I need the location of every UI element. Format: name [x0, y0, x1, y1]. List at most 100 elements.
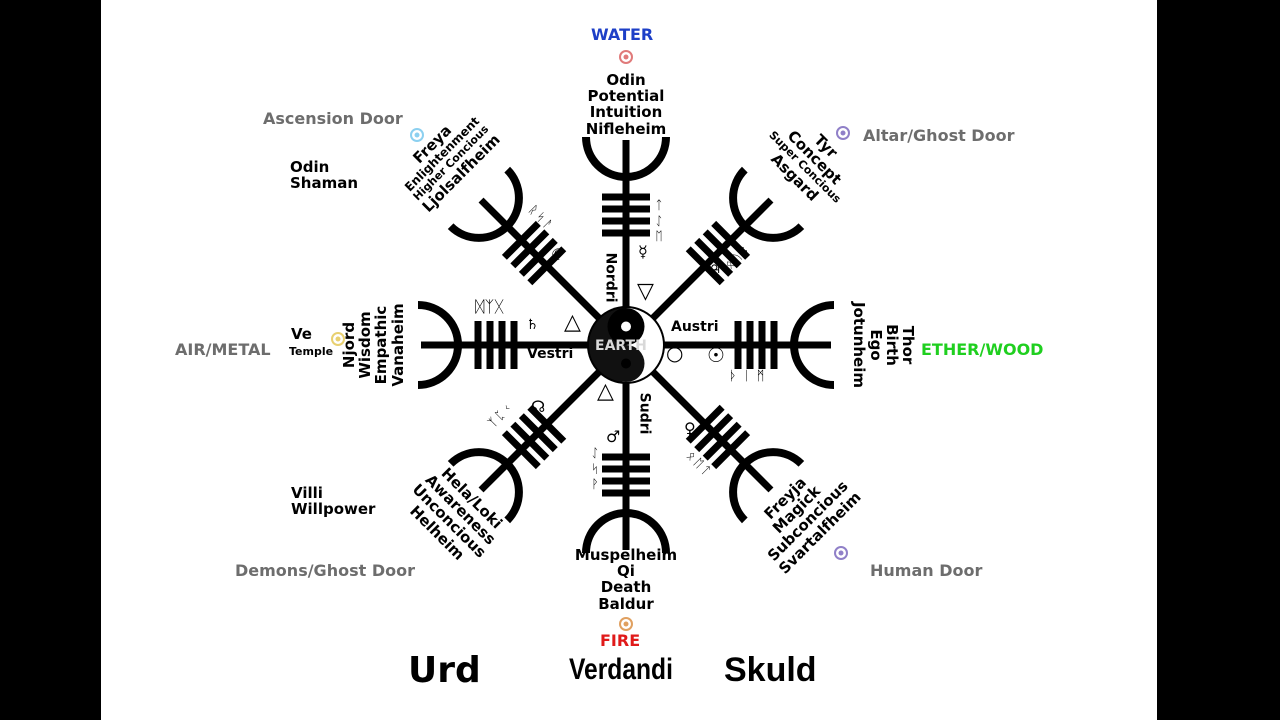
southwest-side-2: Willpower	[291, 500, 376, 519]
arm-bar-southeast-2	[694, 413, 734, 453]
east-line-4: Jotunheim	[850, 301, 869, 389]
arm-austri: Austri	[671, 319, 719, 335]
water-triangle-icon: ▽	[637, 279, 654, 304]
arm-bar-southwest-3	[510, 421, 550, 461]
west-line-4: Vanaheim	[388, 303, 407, 387]
arm-bar-southeast-3	[702, 421, 742, 461]
west-line-1: Njord	[340, 321, 358, 369]
east-line-3: Ego	[866, 329, 885, 361]
south-labels: Muspelheim Qi Death Baldur	[561, 547, 691, 612]
arm-southwest	[447, 367, 604, 524]
north-labels: Odin Potential Intuition Nifleheim	[573, 72, 679, 137]
vegvisir-wheel	[331, 50, 850, 631]
label-earth: EARTH	[595, 338, 647, 354]
arm-bar-northwest-3	[510, 229, 550, 269]
arm-hook-northeast	[729, 166, 805, 242]
mercury-icon: ☿	[638, 242, 648, 261]
altar-chakra-icon-center	[840, 130, 846, 136]
altar-chakra-icon	[836, 126, 850, 140]
arm-vestri: Vestri	[527, 346, 574, 362]
arm-east	[661, 301, 835, 389]
yin-yang-dot-top	[621, 321, 631, 332]
east-line-2: Birth	[882, 324, 901, 366]
arm-bar-northeast-2	[694, 237, 734, 277]
arm-hook-west	[417, 301, 462, 389]
arm-bar-southwest-4	[501, 430, 541, 470]
north-line-2: Potential	[587, 87, 665, 106]
air-triangle-icon: △	[564, 310, 581, 335]
arm-nordri: Nordri	[602, 252, 619, 303]
arm-hook-east	[790, 301, 835, 389]
human-chakra-icon-center	[838, 550, 844, 556]
runes-east: ᚦᛁᛗ	[729, 369, 771, 384]
arm-north	[582, 136, 670, 310]
arm-northeast	[648, 166, 805, 323]
northwest-side: Odin Shaman	[290, 158, 359, 193]
moon-icon: ☾	[551, 245, 566, 264]
south-line-2: Qi	[617, 562, 635, 581]
west-labels: Njord Wisdom Empathic Vanaheim	[340, 290, 419, 400]
south-line-4: Baldur	[598, 594, 654, 613]
label-ascension-door: Ascension Door	[263, 109, 403, 128]
west-line-3: Empathic	[372, 305, 391, 385]
northwest-side-1: Odin	[290, 158, 330, 176]
arm-bar-northeast-4	[711, 220, 751, 260]
arm-hook-south	[582, 509, 670, 554]
arm-southeast	[648, 367, 805, 524]
venus-icon: ♀	[684, 419, 696, 438]
runes-north: ᛏᛇᛖ	[655, 198, 663, 244]
arm-bar-southwest-2	[518, 413, 558, 453]
jupiter-icon: ♃	[709, 261, 722, 277]
arm-shaft-southeast	[648, 367, 774, 493]
arm-shaft-southwest	[478, 367, 604, 493]
label-fire: FIRE	[600, 631, 641, 650]
water-chakra-icon	[619, 50, 633, 64]
arm-bar-northeast-3	[702, 229, 742, 269]
norn-urd: Urd	[408, 650, 481, 691]
ascension-chakra-icon-center	[414, 132, 420, 138]
arm-hook-north	[582, 136, 670, 181]
diagram-canvas: WATER FIRE AIR/METAL ETHER/WOOD Ascensio…	[101, 0, 1157, 720]
arm-bar-northwest-2	[518, 237, 558, 277]
ascension-chakra-icon	[410, 128, 424, 142]
northwest-side-2: Shaman	[290, 174, 359, 193]
arm-bar-northwest-1	[527, 246, 567, 286]
human-chakra-icon	[834, 546, 848, 560]
arm-sudri: Sudri	[636, 392, 653, 435]
arm-shaft-northwest	[478, 197, 604, 323]
arm-bar-southeast-1	[685, 404, 725, 444]
norn-verdandi: Verdandi	[569, 653, 673, 686]
arm-west	[417, 301, 591, 389]
west-side-1: Ve	[291, 325, 312, 343]
north-line-3: Intuition	[589, 103, 663, 122]
saturn-icon: ♄	[526, 317, 539, 333]
yin-yang-dot-bottom	[621, 358, 631, 369]
air-chakra-icon-center	[335, 336, 341, 342]
east-line-1: Thor	[899, 325, 917, 365]
water-chakra-icon-center	[623, 54, 629, 60]
air-chakra-icon	[331, 332, 345, 346]
circle-icon: ○	[666, 341, 684, 365]
southwest-side: Villi Willpower	[291, 485, 376, 519]
fire-triangle-icon: △	[597, 379, 614, 404]
arm-hook-southwest	[447, 448, 523, 524]
south-line-3: Death	[600, 578, 652, 597]
arm-bar-northeast-1	[685, 246, 725, 286]
fire-chakra-icon	[619, 617, 633, 631]
runes-west: ᛞᛉᚷ	[475, 297, 504, 316]
arm-hook-northwest	[447, 166, 523, 242]
label-air-metal: AIR/METAL	[175, 340, 271, 359]
north-line-1: Odin	[606, 71, 646, 89]
label-altar-ghost-door: Altar/Ghost Door	[863, 126, 1015, 145]
arm-bar-southwest-1	[527, 404, 567, 444]
norn-skuld: Skuld	[724, 651, 817, 689]
arm-south	[582, 380, 670, 554]
arm-northwest	[447, 166, 604, 323]
east-labels: Thor Birth Ego Jotunheim	[838, 290, 917, 400]
west-side-2: Temple	[289, 345, 334, 358]
mars-icon: ♂	[606, 427, 621, 446]
fire-chakra-icon-center	[623, 621, 629, 627]
north-line-4: Nifleheim	[585, 119, 667, 138]
west-line-2: Wisdom	[356, 311, 375, 379]
label-human-door: Human Door	[870, 561, 983, 580]
